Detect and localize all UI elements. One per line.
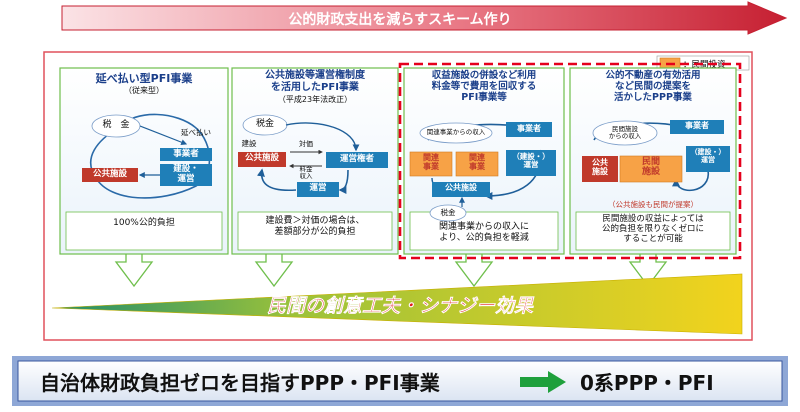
synergy-text: 民間の創意工夫・シナジー効果 <box>267 295 535 317</box>
panel-3-related-income-label: 関連事業からの収入 <box>426 128 486 136</box>
related-business-node-1 <box>409 151 453 177</box>
panel-1-facility-label: 公共施設 <box>92 169 127 179</box>
panel-4-build-operate-label: （建設・） 運営 <box>690 148 726 164</box>
panel-3-description: 関連事業からの収入に より、公的負担を軽減 <box>438 222 529 244</box>
build-operate-node <box>160 164 212 186</box>
panel-4-operator-label: 事業者 <box>685 121 709 130</box>
panel-2-concessionaire-label: 運営権者 <box>339 154 374 164</box>
panel-1-subheading: （従来型） <box>124 86 164 95</box>
panel-2-consideration-label: 対価 <box>299 140 313 148</box>
public-facility-node <box>82 168 138 182</box>
panel-1-operator-label: 事業者 <box>173 149 199 159</box>
panel-3-heading: 収益施設の併設など利用 料金等で費用を回収する PFI事業等 <box>431 70 537 103</box>
legend-label: ：民間投資 <box>683 59 726 70</box>
panel-2-operation-label: 運営 <box>309 183 327 193</box>
title-banner-text: 公的財政支出を減らすスキーム作り <box>288 11 511 28</box>
panel-2-build-label: 建設 <box>241 139 257 148</box>
operator-node <box>506 122 552 137</box>
panel-2-fee-label: 料金 収入 <box>299 165 313 180</box>
panel-4-private-facility-label: 民間 施設 <box>641 157 660 177</box>
public-facility-node <box>432 182 490 197</box>
panel-1-diagram <box>82 113 212 199</box>
public-facility-node <box>238 152 286 167</box>
panel-4-heading: 公的不動産の有効活用 など民間の提案を 活かしたPPP事業 <box>605 70 701 103</box>
panel-3-diagram <box>409 122 556 222</box>
panel-3-build-operate-label: （建設・） 運営 <box>512 152 550 170</box>
public-facility-node <box>582 156 618 182</box>
title-banner: 公的財政支出を減らすスキーム作り <box>61 1 788 35</box>
related-income-node <box>419 122 493 144</box>
panel-1-build-operate-label: 建設・ 運営 <box>173 164 199 184</box>
tax-node <box>429 204 467 222</box>
panel-3-operator-label: 事業者 <box>517 124 541 133</box>
build-operate-node <box>506 150 556 176</box>
panel-4-diagram <box>582 120 730 192</box>
footer-arrow <box>520 371 566 393</box>
panel-1-heading: 延べ払い型PFI事業 <box>95 72 193 85</box>
panel-1-description: 100%公的負担 <box>113 218 175 228</box>
related-business-node-2 <box>455 151 499 177</box>
panel-4-note: （公共施設も民間が提案） <box>608 200 698 209</box>
panel-3-tax-label: 税金 <box>440 208 456 217</box>
panel-4-description: 民間施設の収益によっては 公的負担を限りなくゼロに することが可能 <box>601 214 704 245</box>
panel-2-description: 建設費＞対価の場合は、 差額部分が公的負担 <box>265 216 365 238</box>
highlight-dashed-frame <box>398 62 742 260</box>
operator-node <box>670 120 724 134</box>
panel-4-private-income-label: 民間施設 からの収入 <box>608 125 642 141</box>
footer-right-text: 0系PPP・PFI <box>580 371 714 395</box>
panel-4-public-facility-label: 公共 施設 <box>592 158 608 176</box>
synergy-wedge: 民間の創意工夫・シナジー効果 <box>51 273 743 335</box>
private-facility-node <box>619 155 683 183</box>
panel-3-facility-label: 公共施設 <box>445 183 477 192</box>
panel-2-facility-label: 公共施設 <box>244 153 279 163</box>
panel-1-tax-label: 税 金 <box>102 120 130 130</box>
footer-bar: 自治体財政負担ゼロを目指すPPP・PFI事業 0系PPP・PFI <box>12 356 788 406</box>
private-income-node <box>592 120 658 146</box>
panel-1-deferred-label: 延べ払い <box>181 128 211 137</box>
operation-node <box>297 182 339 197</box>
footer-left-text: 自治体財政負担ゼロを目指すPPP・PFI事業 <box>40 371 441 395</box>
panel-2-diagram <box>238 114 388 197</box>
panel-2-subheading: （平成23年法改正） <box>277 95 353 104</box>
panel-3-related-business-label-2: 関連 事業 <box>469 153 485 171</box>
concessionaire-node <box>326 152 388 168</box>
panel-3-related-business-label-1: 関連 事業 <box>423 153 439 171</box>
panel-2-heading: 公共施設等運営権制度 を活用したPFI事業 <box>265 70 365 93</box>
panel-2-tax-label: 税金 <box>255 119 274 129</box>
panel-1 <box>59 67 229 255</box>
build-operate-node <box>686 146 730 172</box>
operator-node <box>160 148 212 161</box>
